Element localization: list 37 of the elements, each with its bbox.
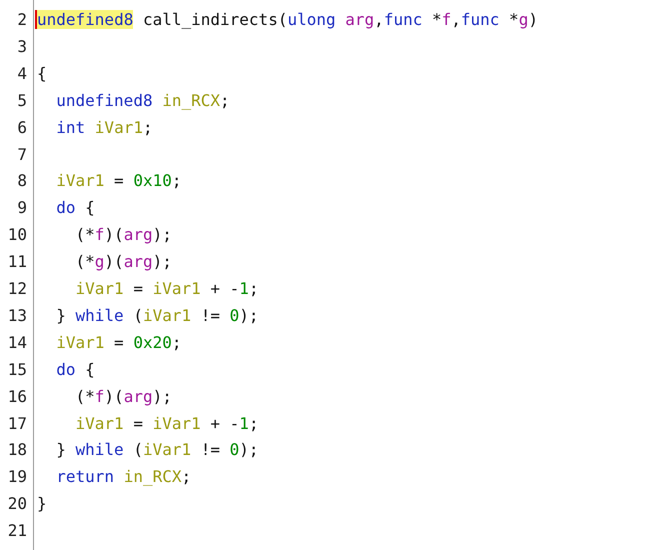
code-line: return in_RCX; (56, 467, 192, 486)
code-line: iVar1 = iVar1 + -1; (76, 414, 259, 432)
code-line: iVar1 = 0x20; (56, 332, 182, 352)
line-number: 13 (6, 306, 27, 325)
line-number: 15 (6, 360, 27, 379)
line-number: 14 (6, 332, 27, 352)
code-line: } (37, 494, 47, 514)
code-line: (*f)(arg); (76, 225, 172, 244)
code-line: undefined8 in_RCX; (56, 90, 230, 110)
line-number: 10 (6, 225, 27, 244)
line-number: 17 (6, 414, 27, 432)
code-line: } while (iVar1 != 0); (56, 440, 259, 460)
line-number: 12 (6, 279, 27, 298)
code-line: } while (iVar1 != 0); (56, 306, 259, 325)
code-line: int iVar1; (56, 118, 153, 137)
line-number: 18 (6, 440, 27, 460)
line-number: 11 (6, 252, 27, 272)
line-number: 3 (16, 36, 27, 56)
code-line: iVar1 = 0x10; (56, 171, 182, 190)
code-line: iVar1 = iVar1 + -1; (76, 279, 259, 298)
code-line: do { (56, 198, 95, 218)
line-number: 8 (16, 171, 27, 190)
line-number: 20 (6, 494, 27, 514)
line-number: 5 (16, 90, 27, 110)
code-line: (*g)(arg); (76, 252, 172, 272)
line-number: 2 (16, 10, 27, 29)
line-number: 9 (16, 198, 27, 218)
line-number: 4 (16, 64, 27, 83)
code-line: { (37, 64, 47, 83)
line-number: 6 (16, 118, 27, 137)
line-number: 16 (6, 386, 27, 406)
code-line: do { (56, 360, 95, 379)
line-number: 7 (16, 144, 27, 164)
line-number: 21 (6, 521, 27, 540)
line-number: 19 (6, 467, 27, 486)
code-line: undefined8 call_indirects(ulong arg,func *f,func *g) (37, 10, 538, 29)
code-line: (*f)(arg); (76, 386, 172, 406)
